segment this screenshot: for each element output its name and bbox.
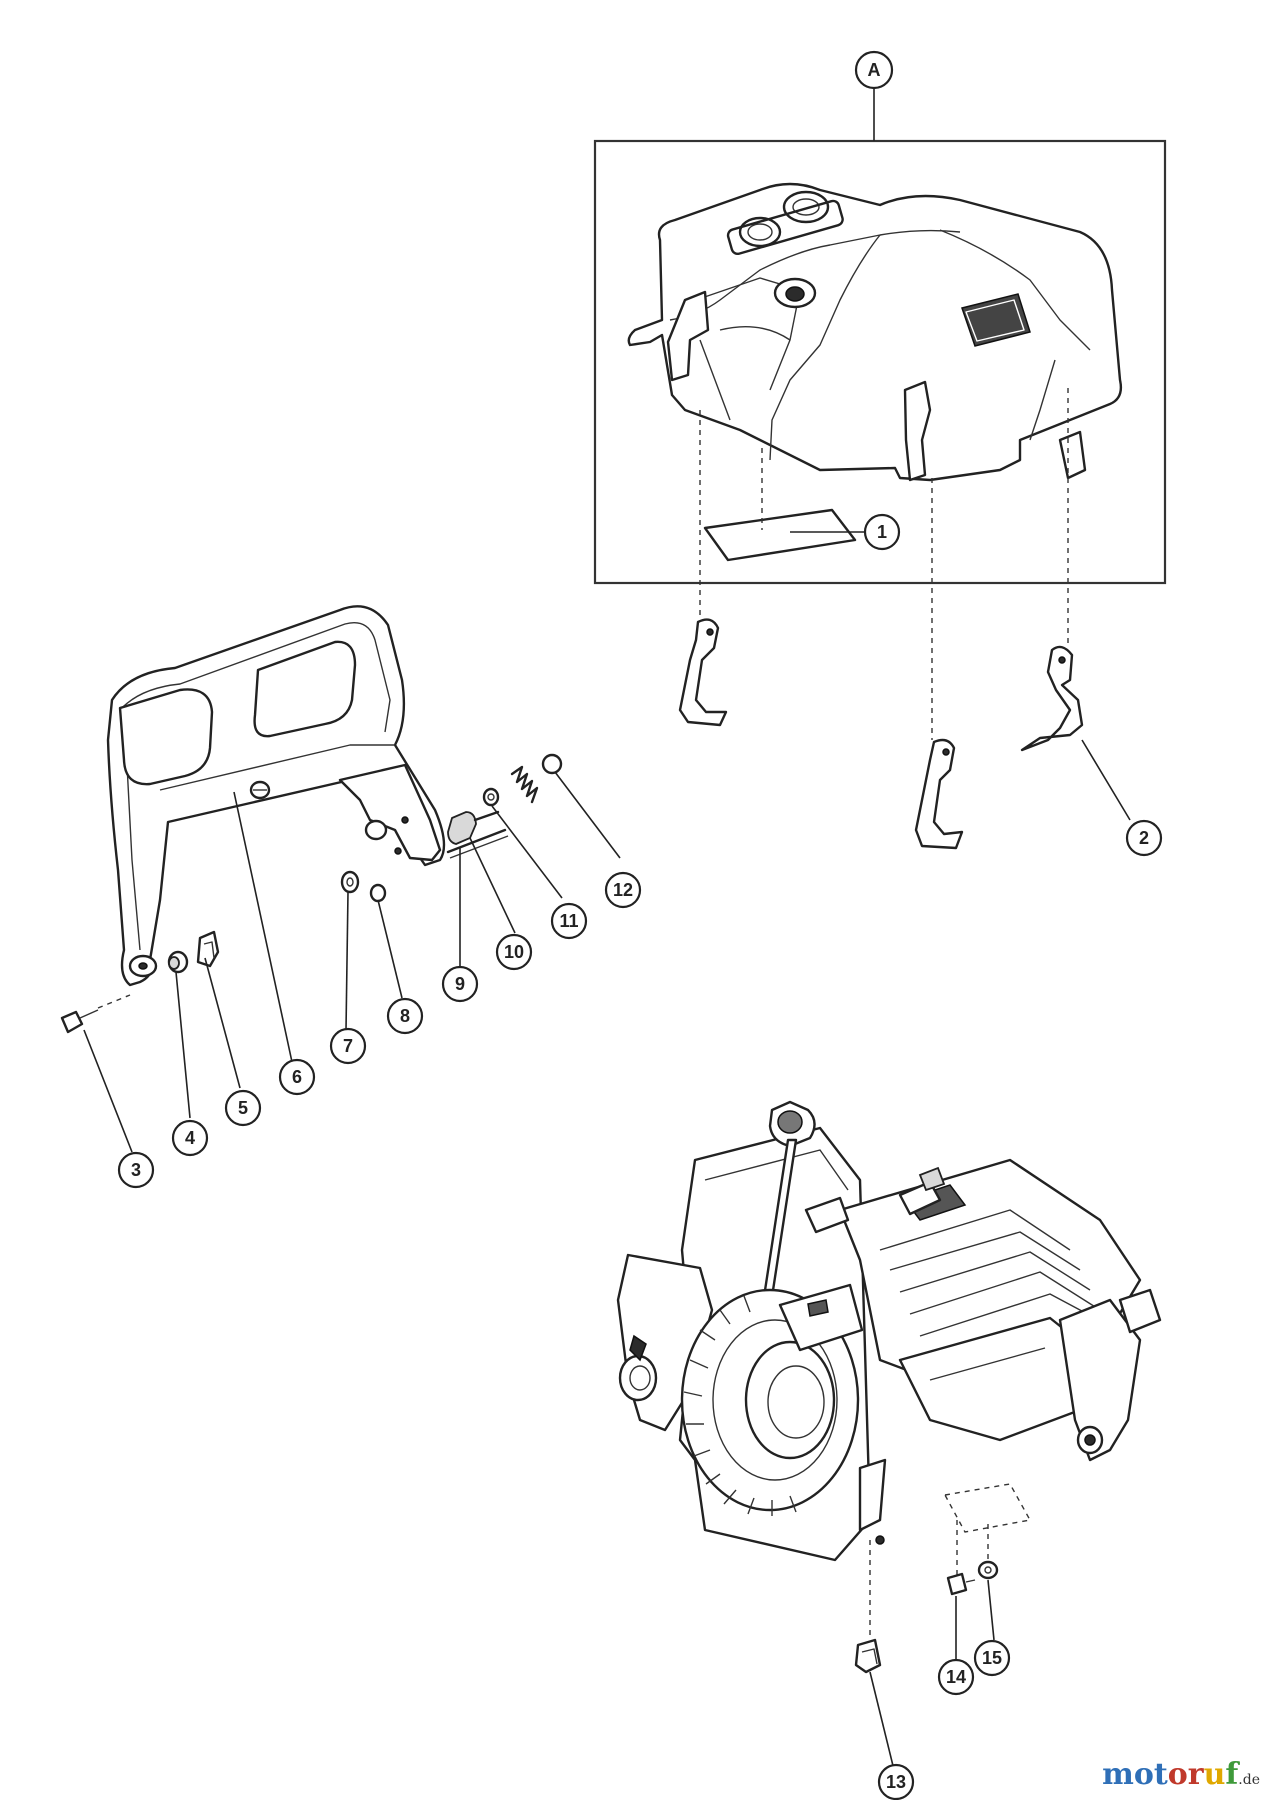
svg-text:13: 13 — [886, 1772, 906, 1792]
callout-13: 13 — [877, 1763, 915, 1800]
callout-5: 5 — [224, 1089, 262, 1127]
washer-8-icon — [369, 883, 387, 903]
callout-12: 12 — [604, 871, 642, 909]
motoruf-watermark-logo: motoruf.de — [1102, 1757, 1260, 1792]
svg-text:15: 15 — [982, 1648, 1002, 1668]
svg-text:5: 5 — [238, 1098, 248, 1118]
callout-4: 4 — [171, 1119, 209, 1157]
watermark-letter: r — [1187, 1757, 1204, 1792]
watermark-letter: u — [1203, 1757, 1226, 1792]
nut-5-icon — [196, 930, 220, 968]
callout-1: 1 — [863, 513, 901, 551]
washer-7-icon — [340, 870, 360, 894]
screw-14-icon — [946, 1572, 976, 1596]
callout-10: 10 — [495, 933, 533, 971]
callout-15: 15 — [973, 1639, 1011, 1677]
callout-14: 14 — [937, 1658, 975, 1696]
watermark-letter: t — [1153, 1757, 1168, 1792]
svg-text:4: 4 — [185, 1128, 195, 1148]
svg-text:2: 2 — [1139, 828, 1149, 848]
engine-block-icon — [616, 1100, 1162, 1562]
svg-text:A: A — [868, 60, 881, 80]
spring-12-icon — [510, 753, 563, 804]
svg-text:3: 3 — [131, 1160, 141, 1180]
callout-9: 9 — [441, 965, 479, 1003]
clip-right-icon — [1020, 645, 1084, 752]
svg-text:8: 8 — [400, 1006, 410, 1026]
watermark-letter: f — [1225, 1757, 1239, 1792]
svg-text:10: 10 — [504, 942, 524, 962]
callout-11: 11 — [550, 902, 588, 940]
svg-text:1: 1 — [877, 522, 887, 542]
svg-text:7: 7 — [343, 1036, 353, 1056]
washer-15-icon — [977, 1560, 999, 1580]
callout-8: 8 — [386, 997, 424, 1035]
hand-guard-icon — [106, 605, 446, 987]
svg-text:9: 9 — [455, 974, 465, 994]
callout-7: 7 — [329, 1027, 367, 1065]
clip-nut-13-icon — [854, 1638, 882, 1674]
spacer-10-icon — [447, 810, 500, 845]
watermark-letter: m — [1102, 1757, 1134, 1792]
assembly-a-frame — [593, 139, 1167, 585]
callout-3: 3 — [117, 1151, 155, 1189]
screw-3-icon — [60, 994, 131, 1034]
callout-6: 6 — [278, 1058, 316, 1096]
bushing-4-icon — [167, 950, 189, 974]
callout-A: A — [854, 50, 894, 90]
watermark-suffix: .de — [1238, 1772, 1260, 1788]
callout-2: 2 — [1125, 819, 1163, 857]
watermark-letter: o — [1167, 1757, 1188, 1792]
watermark-letter: o — [1133, 1757, 1154, 1792]
decal-label-icon — [703, 508, 857, 562]
svg-text:6: 6 — [292, 1067, 302, 1087]
svg-text:12: 12 — [613, 880, 633, 900]
clip-middle-icon — [914, 738, 964, 850]
svg-text:14: 14 — [946, 1667, 966, 1687]
svg-text:11: 11 — [559, 911, 578, 931]
assembly-a-group — [593, 88, 1167, 585]
clip-left-icon — [678, 618, 728, 727]
washer-11-icon — [482, 787, 500, 807]
top-cover-icon — [627, 182, 1123, 482]
watermark-letters: motoruf — [1102, 1757, 1238, 1792]
